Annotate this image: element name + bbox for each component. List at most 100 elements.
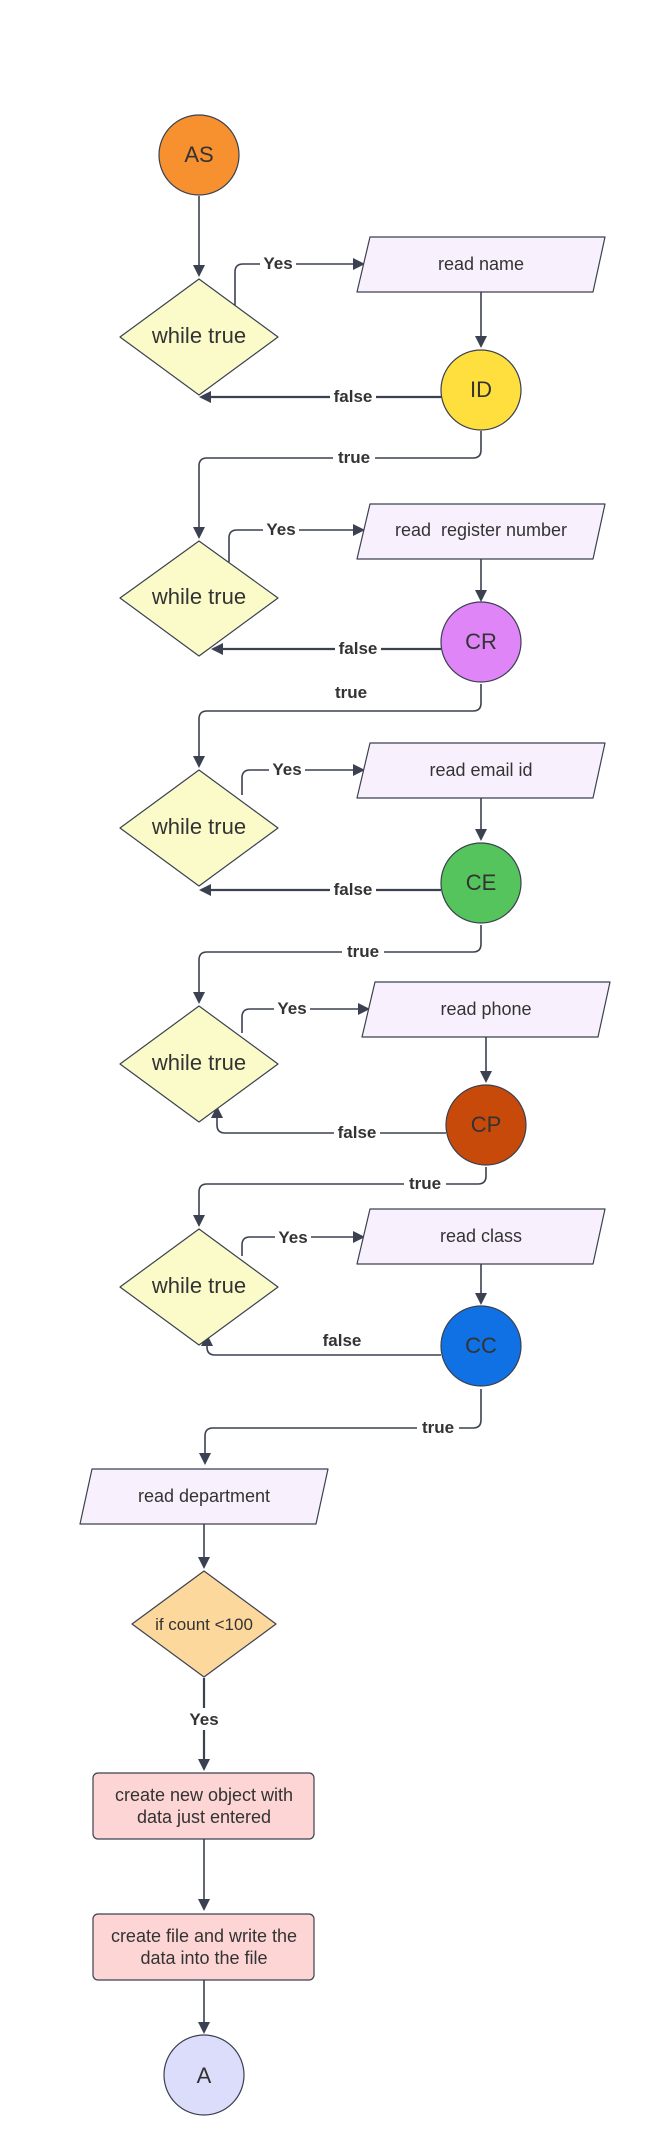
label-cp-false: false: [334, 1122, 380, 1144]
node-read-phone-label: read phone: [440, 999, 531, 1019]
node-read-department[interactable]: read department: [79, 1468, 329, 1525]
node-cr[interactable]: CR: [440, 601, 522, 683]
node-read-name[interactable]: read name: [356, 236, 606, 293]
node-loop4-shape: [119, 1005, 279, 1123]
node-cc-label: CC: [465, 1333, 497, 1358]
node-loop3-shape: [119, 769, 279, 887]
node-create-file-shape: [92, 1913, 315, 1981]
node-id[interactable]: ID: [440, 349, 522, 431]
svg-text:true: true: [338, 448, 370, 467]
node-create-object-shape: [92, 1772, 315, 1840]
edge-cr-true: [193, 684, 482, 768]
node-read-department-shape: [79, 1468, 329, 1525]
node-ce[interactable]: CE: [440, 842, 522, 924]
node-read-class-shape: [356, 1208, 606, 1265]
svg-text:true: true: [409, 1174, 441, 1193]
edge-loop3-yes: [241, 764, 365, 795]
node-if-count[interactable]: if count <100: [131, 1570, 277, 1678]
node-ce-shape: [440, 842, 522, 924]
node-loop5[interactable]: while true: [119, 1228, 279, 1346]
svg-text:Yes: Yes: [266, 520, 295, 539]
label-loop3-yes: Yes: [269, 758, 305, 780]
edge-loop2-yes: [228, 524, 365, 562]
svg-text:false: false: [334, 880, 373, 899]
node-cp-label: CP: [471, 1112, 502, 1137]
node-create-object-label-2: data just entered: [137, 1807, 271, 1827]
label-loop2-yes: Yes: [263, 518, 299, 540]
label-cc-false: false: [323, 1331, 362, 1350]
node-read-class-label: read class: [440, 1226, 522, 1246]
edge-loop1-yes: [234, 258, 365, 306]
node-read-phone[interactable]: read phone: [361, 981, 611, 1038]
node-read-register-shape: [356, 503, 606, 560]
node-loop3[interactable]: while true: [119, 769, 279, 887]
svg-text:true: true: [347, 942, 379, 961]
edge-cp-false: [211, 1106, 446, 1134]
node-loop4[interactable]: while true: [119, 1005, 279, 1123]
node-ce-label: CE: [466, 870, 497, 895]
node-loop4-label: while true: [151, 1050, 246, 1075]
node-read-email[interactable]: read email id: [356, 742, 606, 799]
node-if-count-shape: [131, 1570, 277, 1678]
node-cr-label: CR: [465, 629, 497, 654]
node-loop1[interactable]: while true: [119, 278, 279, 396]
label-id-false: false: [330, 386, 376, 408]
label-loop4-yes: Yes: [274, 997, 310, 1019]
label-cc-true: true: [417, 1417, 459, 1439]
svg-text:Yes: Yes: [277, 999, 306, 1018]
node-read-department-label: read department: [138, 1486, 270, 1506]
label-cr-true: true: [335, 683, 367, 702]
node-read-name-shape: [356, 236, 606, 293]
edge-cp-true: [193, 1167, 487, 1227]
node-cr-shape: [440, 601, 522, 683]
label-loop1-yes: Yes: [260, 252, 296, 274]
edge-loop4-yes: [241, 1003, 370, 1033]
svg-text:true: true: [335, 683, 367, 702]
node-loop2[interactable]: while true: [119, 540, 279, 657]
label-loop5-yes: Yes: [275, 1226, 311, 1248]
node-a-label: A: [197, 2063, 212, 2088]
node-read-name-label: read name: [438, 254, 524, 274]
node-create-file[interactable]: create file and write the data into the …: [92, 1913, 315, 1981]
node-create-file-label-2: data into the file: [140, 1948, 267, 1968]
edge-cc-false: [201, 1334, 441, 1356]
node-cp[interactable]: CP: [445, 1084, 527, 1166]
node-as[interactable]: AS: [158, 114, 240, 196]
node-as-label: AS: [184, 142, 213, 167]
node-loop1-label: while true: [151, 323, 246, 348]
node-loop2-shape: [119, 540, 279, 657]
node-create-file-label-1: create file and write the: [111, 1926, 297, 1946]
svg-text:false: false: [323, 1331, 362, 1350]
node-a[interactable]: A: [163, 2034, 245, 2116]
node-loop3-label: while true: [151, 814, 246, 839]
node-as-shape: [158, 114, 240, 196]
node-read-class[interactable]: read class: [356, 1208, 606, 1265]
node-cc-shape: [440, 1305, 522, 1387]
node-id-shape: [440, 349, 522, 431]
node-read-phone-shape: [361, 981, 611, 1038]
edge-loop5-yes: [241, 1231, 365, 1256]
label-id-true: true: [333, 447, 375, 469]
edge-cc-true: [199, 1389, 482, 1465]
node-read-email-label: read email id: [429, 760, 532, 780]
node-read-email-shape: [356, 742, 606, 799]
svg-text:false: false: [334, 387, 373, 406]
svg-text:true: true: [422, 1418, 454, 1437]
node-loop5-shape: [119, 1228, 279, 1346]
svg-text:Yes: Yes: [278, 1228, 307, 1247]
label-ce-true: true: [342, 941, 384, 963]
node-loop1-shape: [119, 278, 279, 396]
label-if-yes: Yes: [185, 1708, 223, 1730]
node-id-label: ID: [470, 377, 492, 402]
node-cc[interactable]: CC: [440, 1305, 522, 1387]
node-read-register[interactable]: read register number: [356, 503, 606, 560]
label-cr-false: false: [335, 638, 381, 660]
svg-text:false: false: [339, 639, 378, 658]
svg-text:Yes: Yes: [263, 254, 292, 273]
node-create-object[interactable]: create new object with data just entered: [92, 1772, 315, 1840]
svg-text:false: false: [338, 1123, 377, 1142]
node-if-count-label: if count <100: [155, 1615, 253, 1634]
node-loop2-label: while true: [151, 584, 246, 609]
node-create-object-label-1: create new object with: [115, 1785, 293, 1805]
